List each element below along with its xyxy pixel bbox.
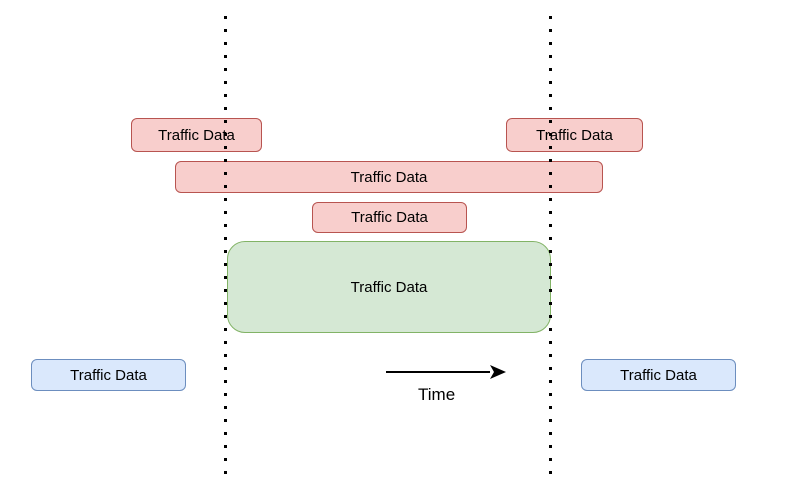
node-label: Traffic Data <box>620 366 697 384</box>
traffic-data-box-pink-small[interactable]: Traffic Data <box>312 202 467 233</box>
traffic-data-bar-pink-wide[interactable]: Traffic Data <box>175 161 603 193</box>
time-arrow-icon <box>386 362 506 387</box>
node-label: Traffic Data <box>70 366 147 384</box>
time-axis-label: Time <box>418 385 456 404</box>
start-marker-line <box>224 16 227 474</box>
traffic-data-box-pink-right[interactable]: Traffic Data <box>506 118 643 152</box>
end-marker-line <box>549 16 552 474</box>
traffic-data-box-blue-left[interactable]: Traffic Data <box>31 359 186 391</box>
node-label: Traffic Data <box>158 126 235 144</box>
node-label: Traffic Data <box>351 209 428 226</box>
traffic-data-box-green[interactable]: Traffic Data <box>227 241 551 333</box>
node-label: Traffic Data <box>350 278 428 296</box>
node-label: Traffic Data <box>350 168 428 186</box>
traffic-data-box-pink-left[interactable]: Traffic Data <box>131 118 262 152</box>
traffic-data-box-blue-right[interactable]: Traffic Data <box>581 359 736 391</box>
node-label: Traffic Data <box>536 126 613 144</box>
